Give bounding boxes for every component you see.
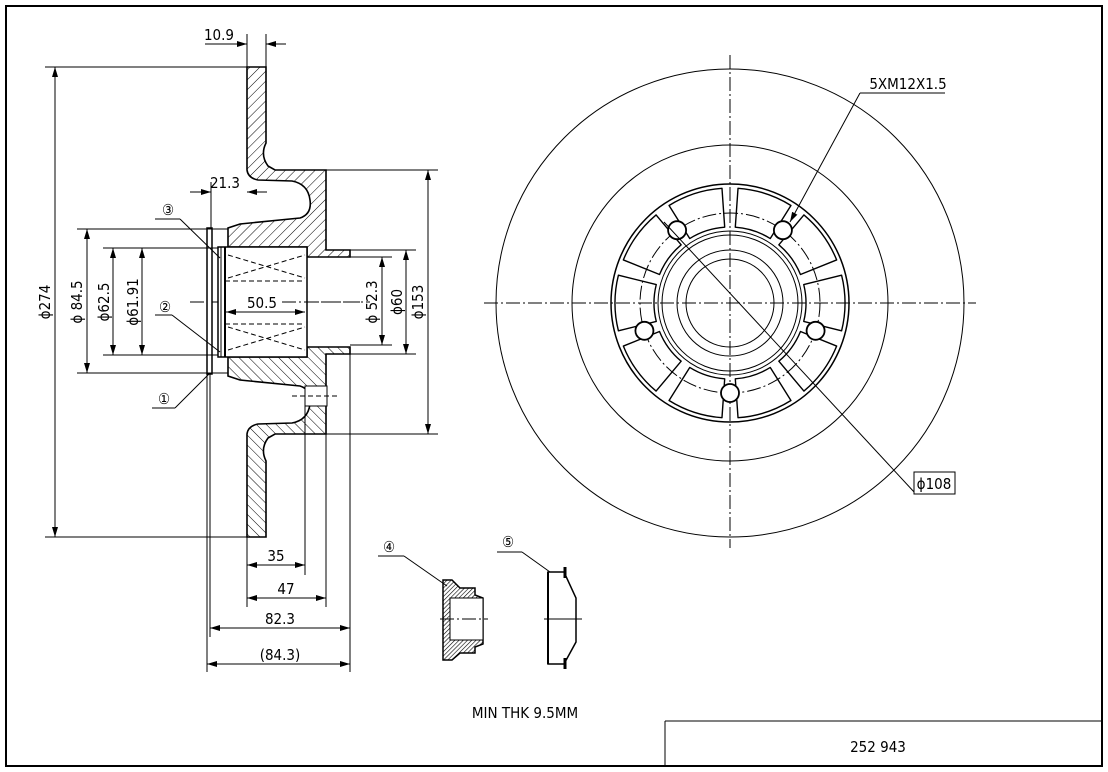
dimension-lines <box>45 34 438 672</box>
flange-window <box>778 330 838 392</box>
section-lower <box>227 346 351 538</box>
bearing <box>206 227 308 375</box>
flange-outer <box>610 183 850 423</box>
drawing-frame <box>5 5 1103 767</box>
flange-windows <box>610 183 850 423</box>
dim-60: ϕ60 <box>388 289 406 315</box>
flange-window <box>668 366 726 419</box>
dim-82-3: 82.3 <box>265 610 295 628</box>
dim-35: 35 <box>267 547 284 565</box>
hub-bore-inner <box>685 258 775 348</box>
callout-2: ② <box>159 298 171 316</box>
hub-bore-outer <box>676 249 784 357</box>
bolt-holes <box>634 220 826 403</box>
flange-window <box>778 214 838 276</box>
dim-47: 47 <box>277 580 294 598</box>
bolt-circle-leader <box>663 221 916 494</box>
section-upper <box>227 66 351 258</box>
flange-window <box>803 274 846 332</box>
disc-outer-edge <box>495 68 965 538</box>
section-view: 10.9 21.3 50.5 ϕ274 ϕ 84.5 ϕ62.5 ϕ61.91 … <box>36 26 438 672</box>
front-view: 5XM12X1.5 ϕ108 <box>484 55 976 548</box>
dim-153: ϕ153 <box>409 285 427 320</box>
braking-surface-inner <box>571 144 889 462</box>
dim-52-3: ϕ 52.3 <box>363 280 381 323</box>
bolt-hole <box>720 383 740 403</box>
dim-outer-diameter: ϕ274 <box>36 285 54 320</box>
dim-84-5: ϕ 84.5 <box>68 280 86 323</box>
dim-bearing-width: 50.5 <box>247 294 277 312</box>
flange-window <box>622 330 682 392</box>
dim-plate-thickness: 10.9 <box>204 26 234 44</box>
bolt-circle-box <box>913 471 956 495</box>
title-block: 252 943 <box>664 720 1102 766</box>
flange-window <box>622 214 682 276</box>
bolt-hole <box>773 220 793 241</box>
callout-5: ⑤ <box>502 533 514 551</box>
part-4-detail: ④ <box>378 538 488 661</box>
dim-61-91: ϕ61.91 <box>124 278 142 326</box>
bolt-circle-label: ϕ108 <box>917 475 952 493</box>
callout-4: ④ <box>383 538 395 556</box>
hub-ring <box>661 234 799 372</box>
dim-62-5: ϕ62.5 <box>95 283 113 322</box>
bolt-hole <box>805 320 826 341</box>
part-5-detail: ⑤ <box>497 533 582 669</box>
dim-hub-offset: 21.3 <box>210 174 240 192</box>
bolt-hole <box>667 220 687 241</box>
thread-spec-label: 5XM12X1.5 <box>869 75 946 93</box>
flange-window <box>614 274 657 332</box>
bolt-hole <box>634 320 655 341</box>
flange-window <box>734 366 792 419</box>
flange-window <box>734 187 792 240</box>
part-number: 252 943 <box>850 738 906 756</box>
hub-outer <box>657 230 803 376</box>
callout-3: ③ <box>162 201 174 219</box>
dim-84-3: (84.3) <box>260 646 301 664</box>
flange-window <box>668 187 726 240</box>
min-thickness-note: MIN THK 9.5MM <box>472 704 578 722</box>
callout-1: ① <box>158 390 170 408</box>
